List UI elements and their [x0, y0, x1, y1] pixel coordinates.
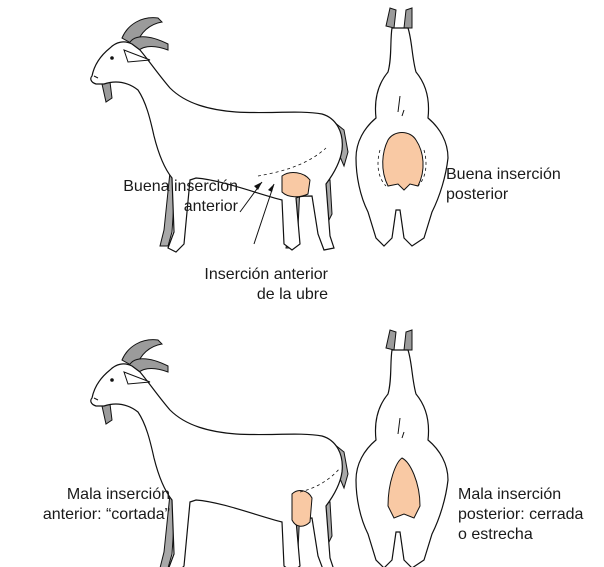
bottom-side-goat	[91, 340, 348, 567]
udder-good-front	[282, 173, 310, 197]
top-rear-goat	[356, 8, 448, 246]
label-good-posterior-line-1: Buena inserción	[446, 165, 586, 185]
bottom-rear-goat	[356, 330, 448, 567]
label-good-anterior: Buena inserción anterior	[90, 177, 238, 217]
label-bad-anterior-line-1: Mala inserción	[10, 485, 170, 505]
label-good-anterior-line-1: Buena inserción	[90, 177, 238, 197]
label-good-posterior: Buena inserción posterior	[446, 165, 586, 205]
label-good-anterior-line-2: anterior	[90, 197, 238, 217]
label-udder-attachment: Inserción anterior de la ubre	[170, 265, 328, 305]
label-bad-posterior-line-1: Mala inserción	[458, 485, 598, 505]
label-bad-posterior-line-3: o estrecha	[458, 525, 598, 545]
udder-bad-front	[292, 491, 312, 527]
label-udder-attachment-line-1: Inserción anterior	[170, 265, 328, 285]
label-good-posterior-line-2: posterior	[446, 185, 586, 205]
label-udder-attachment-line-2: de la ubre	[170, 285, 328, 305]
label-bad-anterior: Mala inserción anterior: “cortada”	[10, 485, 170, 525]
label-bad-anterior-line-2: anterior: “cortada”	[10, 505, 170, 525]
label-bad-posterior-line-2: posterior: cerrada	[458, 505, 598, 525]
label-bad-posterior: Mala inserción posterior: cerrada o estr…	[458, 485, 598, 545]
udder-good-rear	[383, 133, 423, 191]
